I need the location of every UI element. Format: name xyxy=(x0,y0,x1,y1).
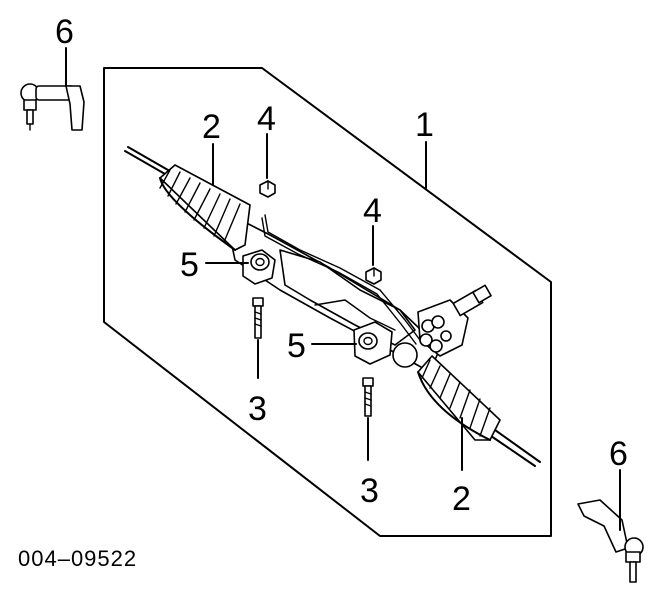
nut-right xyxy=(365,267,382,285)
callout-6-left: 6 xyxy=(55,13,74,51)
callout-3-left: 3 xyxy=(248,390,267,428)
valve-body xyxy=(417,284,492,357)
callout-1: 1 xyxy=(415,106,434,144)
callout-3-right: 3 xyxy=(360,472,379,510)
callout-6-right: 6 xyxy=(609,435,628,473)
bushing-right xyxy=(358,332,378,350)
nut-left xyxy=(259,180,276,198)
callout-5-right: 5 xyxy=(287,327,306,365)
callout-5-left: 5 xyxy=(180,246,199,284)
assembly-boundary xyxy=(103,67,552,537)
tie-rod-end-left xyxy=(20,83,85,131)
callout-2-left: 2 xyxy=(202,108,221,146)
diagram-code: 004–09522 xyxy=(18,546,137,571)
callout-2-right: 2 xyxy=(452,480,471,518)
tie-rod-end-right xyxy=(577,499,644,583)
bolt-left xyxy=(252,297,264,339)
bolt-right xyxy=(362,377,374,417)
steering-gear-assembly xyxy=(124,146,541,467)
boot-right xyxy=(417,355,501,441)
boot-left xyxy=(159,164,251,251)
callout-4-left: 4 xyxy=(257,100,276,138)
bushing-left xyxy=(250,253,270,271)
callout-4-right: 4 xyxy=(363,192,382,230)
